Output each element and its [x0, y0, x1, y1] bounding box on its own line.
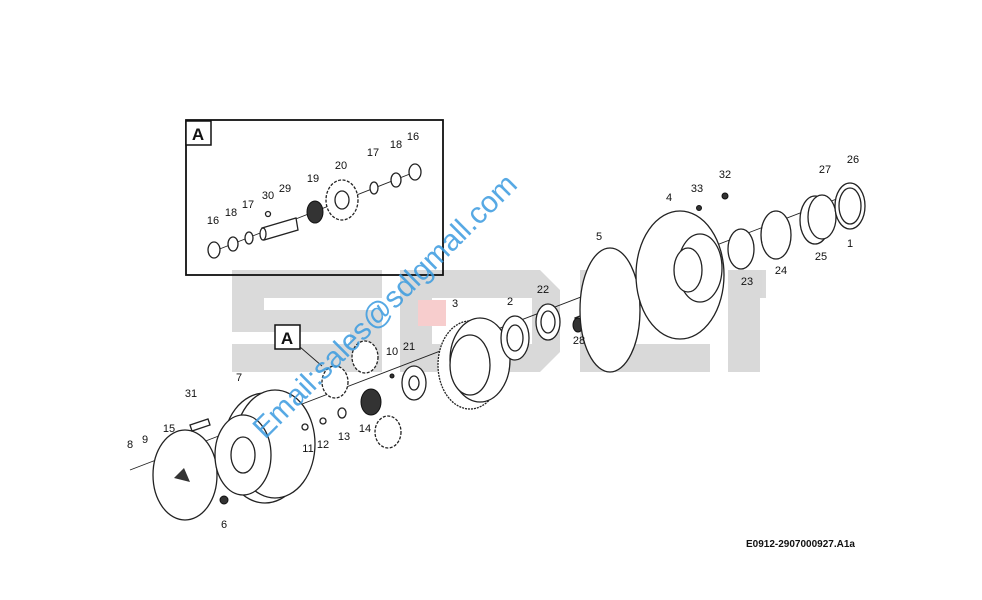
label-26: 26	[847, 154, 859, 166]
label-24: 24	[775, 265, 787, 277]
label-14: 14	[359, 423, 371, 435]
label-33: 33	[691, 183, 703, 195]
label-16: 16	[207, 215, 219, 227]
detail-labels: 16 18 17 30 29 19 20 17 18 16	[207, 131, 419, 227]
label-19: 19	[307, 173, 319, 185]
label-21: 21	[403, 341, 415, 353]
part-labels: 1 2 3 4 5 6 7 8 9 10 11 12 13 14 15 21 2…	[127, 154, 859, 531]
label-29: 29	[279, 183, 291, 195]
label-30: 30	[262, 190, 274, 202]
label-13: 13	[338, 431, 350, 443]
label-22: 22	[537, 284, 549, 296]
label-6: 6	[221, 519, 227, 531]
callout-a: A	[274, 324, 323, 367]
label-11: 11	[302, 443, 313, 455]
label-17: 17	[242, 199, 254, 211]
label-1: 1	[847, 238, 853, 250]
label-25: 25	[815, 251, 827, 263]
label-12: 12	[317, 439, 329, 451]
label-7: 7	[236, 372, 242, 384]
label-5: 5	[596, 231, 602, 243]
callout-tag: A	[281, 329, 293, 348]
label-16b: 16	[407, 131, 419, 143]
label-28: 28	[573, 335, 585, 347]
label-2: 2	[507, 296, 513, 308]
label-9: 9	[142, 434, 148, 446]
label-32: 32	[719, 169, 731, 181]
label-15: 15	[163, 423, 175, 435]
label-17b: 17	[367, 147, 379, 159]
label-18b: 18	[390, 139, 402, 151]
label-18: 18	[225, 207, 237, 219]
label-27: 27	[819, 164, 831, 176]
label-23: 23	[741, 276, 753, 288]
label-10: 10	[386, 346, 398, 358]
label-3: 3	[452, 298, 458, 310]
label-8: 8	[127, 439, 133, 451]
detail-view-a: A 16 18 17 30 29 19 20 17 18 16	[185, 119, 444, 276]
drawing-caption: E0912-2907000927.A1a	[746, 539, 855, 550]
label-4: 4	[666, 192, 672, 204]
detail-tag: A	[192, 125, 204, 144]
label-20: 20	[335, 160, 347, 172]
label-31: 31	[185, 388, 197, 400]
